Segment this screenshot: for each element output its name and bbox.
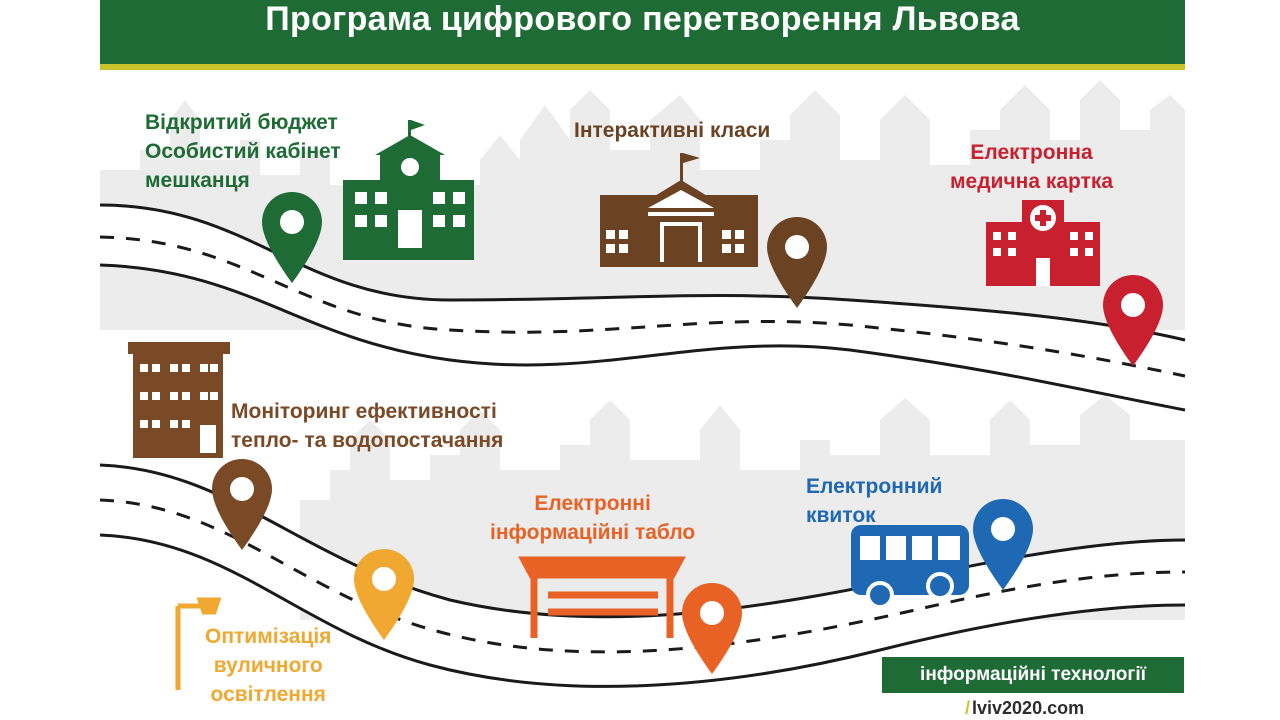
label-line: Електронний: [806, 475, 943, 498]
page-title: Програма цифрового перетворення Львова: [265, 0, 1020, 38]
label-line: квиток: [806, 504, 876, 527]
map-pin-icon: [682, 583, 742, 674]
label-monitoring: Моніторинг ефективності тепло- та водопо…: [231, 397, 503, 455]
lower-road: [100, 465, 1185, 687]
street-lamp-icon: [175, 597, 222, 690]
category-badge: інформаційні технології: [882, 657, 1184, 693]
bus-stop-icon: [518, 556, 686, 638]
website-link[interactable]: /lviv2020.com: [965, 697, 1084, 719]
label-line: інформаційні табло: [490, 521, 696, 544]
label-line: тепло- та водопостачання: [231, 429, 504, 452]
label-line: медична картка: [950, 170, 1114, 193]
map-pin-icon: [262, 192, 322, 283]
bus-icon: [851, 525, 969, 609]
header-band: [100, 0, 1185, 64]
label-line: Електронні: [534, 492, 651, 515]
label-line: освітлення: [210, 683, 326, 706]
label-line: Інтерактивні класи: [574, 119, 771, 142]
header-accent-stripe: [100, 64, 1185, 70]
label-line: Електронна: [970, 141, 1093, 164]
apartment-building-icon: [128, 342, 230, 458]
label-info-boards: Електронні інформаційні табло: [490, 489, 695, 547]
label-line: Оптимізація: [205, 625, 332, 648]
map-pin-icon: [1103, 275, 1163, 366]
map-pin-icon: [973, 499, 1033, 590]
label-line: Відкритий бюджет: [145, 111, 338, 134]
label-interactive-classes: Інтерактивні класи: [574, 116, 770, 145]
map-pin-icon: [354, 549, 414, 640]
hospital-icon: [986, 200, 1100, 286]
label-medical-card: Електронна медична картка: [950, 138, 1113, 196]
label-open-budget: Відкритий бюджет Особистий кабінет мешка…: [145, 108, 341, 195]
classroom-building-icon: [600, 153, 758, 267]
label-street-lighting: Оптимізація вуличного освітлення: [205, 622, 331, 709]
website-text: lviv2020.com: [972, 698, 1085, 718]
school-building-icon: [343, 120, 474, 260]
label-line: мешканця: [145, 169, 250, 192]
slash-mark: /: [965, 698, 971, 718]
map-pin-icon: [767, 217, 827, 308]
label-line: Особистий кабінет: [145, 140, 341, 163]
map-pin-icon: [212, 459, 272, 550]
label-line: Моніторинг ефективності: [231, 400, 497, 423]
label-e-ticket: Електронний квиток: [806, 472, 942, 530]
label-line: вуличного: [213, 654, 323, 677]
